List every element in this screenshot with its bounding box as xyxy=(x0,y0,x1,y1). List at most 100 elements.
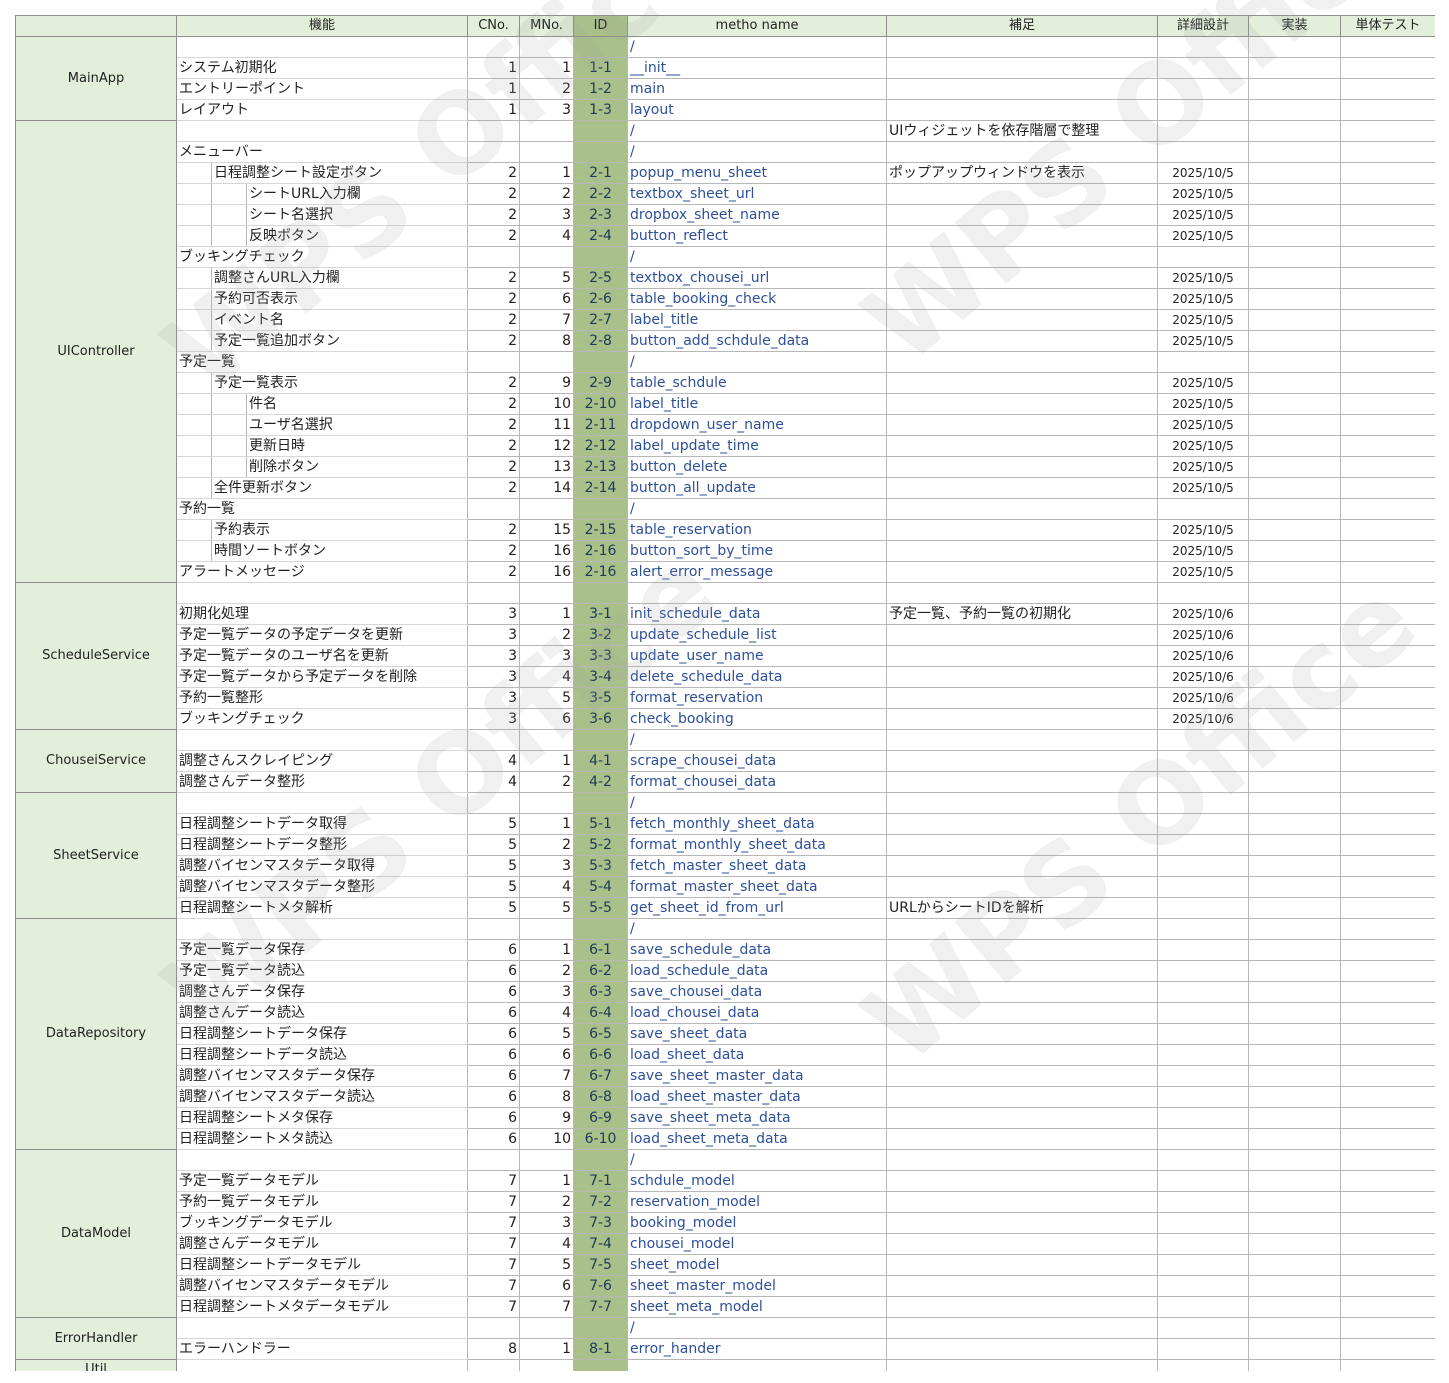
detailed-design-date-cell[interactable] xyxy=(1157,834,1250,856)
feature-cell[interactable]: 調整さんデータモデル xyxy=(175,1233,469,1255)
id-cell[interactable] xyxy=(573,36,629,58)
cno-cell[interactable] xyxy=(467,1317,521,1339)
detailed-design-date-cell[interactable] xyxy=(1157,498,1250,520)
method-name-cell[interactable] xyxy=(627,582,888,604)
feature-cell[interactable]: エラーハンドラー xyxy=(175,1338,469,1360)
method-name-cell[interactable]: / xyxy=(627,246,888,268)
cno-cell[interactable]: 3 xyxy=(467,666,521,688)
mno-cell[interactable]: 4 xyxy=(519,1233,575,1255)
mno-cell[interactable]: 3 xyxy=(519,645,575,667)
implementation-cell[interactable] xyxy=(1248,498,1342,520)
feature-cell[interactable] xyxy=(175,1317,469,1339)
mno-cell[interactable]: 8 xyxy=(519,330,575,352)
cno-cell[interactable]: 7 xyxy=(467,1170,521,1192)
cno-cell[interactable]: 2 xyxy=(467,225,521,247)
feature-cell[interactable]: 件名 xyxy=(245,393,469,415)
cno-cell[interactable]: 5 xyxy=(467,813,521,835)
note-cell[interactable] xyxy=(886,1065,1159,1087)
cno-cell[interactable] xyxy=(467,120,521,142)
cno-cell[interactable]: 2 xyxy=(467,456,521,478)
note-cell[interactable] xyxy=(886,393,1159,415)
implementation-cell[interactable] xyxy=(1248,1128,1342,1150)
detailed-design-date-cell[interactable] xyxy=(1157,897,1250,919)
method-name-cell[interactable]: save_sheet_meta_data xyxy=(627,1107,888,1129)
cno-cell[interactable]: 1 xyxy=(467,78,521,100)
cno-cell[interactable]: 3 xyxy=(467,624,521,646)
method-name-cell[interactable]: update_schedule_list xyxy=(627,624,888,646)
note-cell[interactable] xyxy=(886,1359,1159,1371)
note-cell[interactable] xyxy=(886,435,1159,457)
note-cell[interactable] xyxy=(886,519,1159,541)
id-cell[interactable]: 6-9 xyxy=(573,1107,629,1129)
mno-cell[interactable] xyxy=(519,792,575,814)
cno-cell[interactable]: 8 xyxy=(467,1338,521,1360)
detailed-design-date-cell[interactable]: 2025/10/6 xyxy=(1157,624,1250,646)
detailed-design-date-cell[interactable] xyxy=(1157,1170,1250,1192)
mno-cell[interactable]: 7 xyxy=(519,1065,575,1087)
id-cell[interactable]: 2-9 xyxy=(573,372,629,394)
header-detailed-design[interactable]: 詳細設計 xyxy=(1157,15,1250,37)
id-cell[interactable]: 6-6 xyxy=(573,1044,629,1066)
method-name-cell[interactable]: fetch_monthly_sheet_data xyxy=(627,813,888,835)
id-cell[interactable] xyxy=(573,498,629,520)
feature-cell[interactable]: アラートメッセージ xyxy=(175,561,469,583)
detailed-design-date-cell[interactable]: 2025/10/5 xyxy=(1157,456,1250,478)
detailed-design-date-cell[interactable]: 2025/10/5 xyxy=(1157,309,1250,331)
method-name-cell[interactable]: format_master_sheet_data xyxy=(627,876,888,898)
unit-test-cell[interactable] xyxy=(1340,1191,1435,1213)
note-cell[interactable] xyxy=(886,1317,1159,1339)
note-cell[interactable] xyxy=(886,1044,1159,1066)
cno-cell[interactable]: 5 xyxy=(467,855,521,877)
implementation-cell[interactable] xyxy=(1248,1065,1342,1087)
method-name-cell[interactable]: table_booking_check xyxy=(627,288,888,310)
feature-cell[interactable]: 予定一覧表示 xyxy=(210,372,469,394)
header-cno[interactable]: CNo. xyxy=(467,15,521,37)
implementation-cell[interactable] xyxy=(1248,414,1342,436)
detailed-design-date-cell[interactable] xyxy=(1157,141,1250,163)
mno-cell[interactable]: 4 xyxy=(519,876,575,898)
unit-test-cell[interactable] xyxy=(1340,855,1435,877)
unit-test-cell[interactable] xyxy=(1340,78,1435,100)
method-name-cell[interactable]: load_chousei_data xyxy=(627,1002,888,1024)
detailed-design-date-cell[interactable] xyxy=(1157,1086,1250,1108)
id-cell[interactable]: 2-13 xyxy=(573,456,629,478)
mno-cell[interactable] xyxy=(519,120,575,142)
method-name-cell[interactable]: button_reflect xyxy=(627,225,888,247)
cno-cell[interactable]: 2 xyxy=(467,477,521,499)
detailed-design-date-cell[interactable] xyxy=(1157,939,1250,961)
detailed-design-date-cell[interactable]: 2025/10/5 xyxy=(1157,330,1250,352)
implementation-cell[interactable] xyxy=(1248,225,1342,247)
feature-cell[interactable]: 日程調整シートデータ整形 xyxy=(175,834,469,856)
feature-indent-cell[interactable] xyxy=(176,309,212,331)
unit-test-cell[interactable] xyxy=(1340,939,1435,961)
detailed-design-date-cell[interactable]: 2025/10/5 xyxy=(1157,162,1250,184)
cno-cell[interactable]: 5 xyxy=(467,897,521,919)
method-name-cell[interactable]: sheet_master_model xyxy=(627,1275,888,1297)
id-cell[interactable]: 7-7 xyxy=(573,1296,629,1318)
cno-cell[interactable] xyxy=(467,36,521,58)
detailed-design-date-cell[interactable] xyxy=(1157,876,1250,898)
implementation-cell[interactable] xyxy=(1248,1233,1342,1255)
implementation-cell[interactable] xyxy=(1248,267,1342,289)
mno-cell[interactable] xyxy=(519,729,575,751)
mno-cell[interactable]: 5 xyxy=(519,267,575,289)
method-name-cell[interactable]: save_sheet_data xyxy=(627,1023,888,1045)
implementation-cell[interactable] xyxy=(1248,876,1342,898)
detailed-design-date-cell[interactable] xyxy=(1157,1296,1250,1318)
note-cell[interactable] xyxy=(886,78,1159,100)
cno-cell[interactable] xyxy=(467,1359,521,1371)
cno-cell[interactable] xyxy=(467,351,521,373)
cno-cell[interactable]: 1 xyxy=(467,99,521,121)
method-name-cell[interactable]: table_reservation xyxy=(627,519,888,541)
implementation-cell[interactable] xyxy=(1248,750,1342,772)
cno-cell[interactable]: 3 xyxy=(467,603,521,625)
implementation-cell[interactable] xyxy=(1248,1317,1342,1339)
implementation-cell[interactable] xyxy=(1248,897,1342,919)
unit-test-cell[interactable] xyxy=(1340,183,1435,205)
id-cell[interactable]: 7-4 xyxy=(573,1233,629,1255)
detailed-design-date-cell[interactable]: 2025/10/5 xyxy=(1157,288,1250,310)
feature-cell[interactable]: システム初期化 xyxy=(175,57,469,79)
component-name-cell[interactable]: DataModel xyxy=(15,1149,177,1318)
unit-test-cell[interactable] xyxy=(1340,288,1435,310)
mno-cell[interactable]: 1 xyxy=(519,750,575,772)
